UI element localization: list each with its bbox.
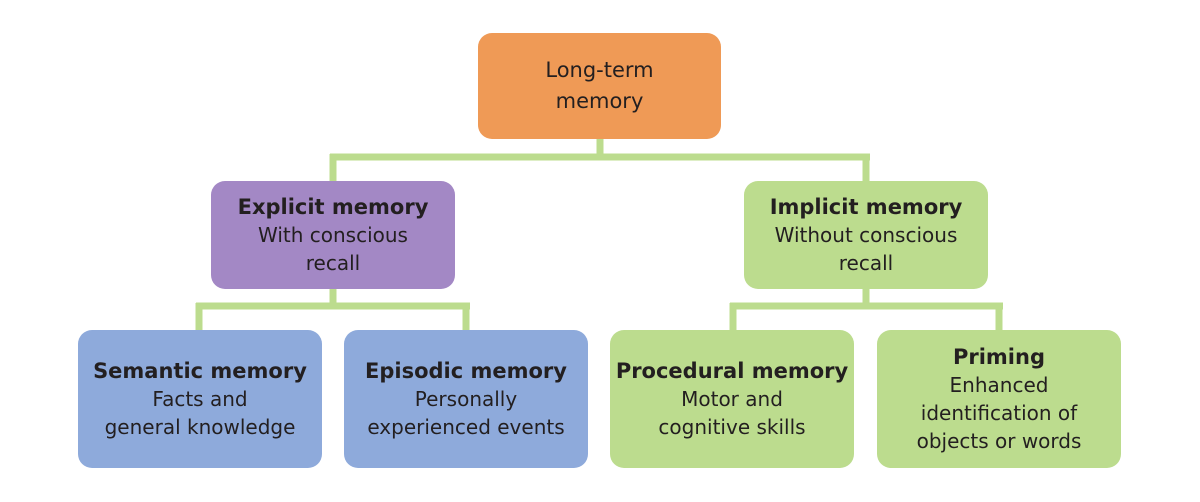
episodic-memory-node: Episodic memory Personally experienced e…	[344, 330, 588, 468]
priming-title: Priming	[952, 345, 1045, 369]
semantic-memory-title: Semantic memory	[93, 359, 307, 383]
semantic-memory-node: Semantic memory Facts and general knowle…	[78, 330, 322, 468]
episodic-memory-description: Personally experienced events	[367, 387, 565, 439]
implicit-memory-title: Implicit memory	[769, 195, 963, 219]
long-term-memory-label: Long-term memory	[545, 58, 654, 113]
episodic-memory-title: Episodic memory	[365, 359, 567, 383]
explicit-memory-title: Explicit memory	[237, 195, 429, 219]
priming-description: Enhanced identification of objects or wo…	[916, 373, 1082, 453]
implicit-memory-node: Implicit memory Without conscious recall	[744, 181, 988, 289]
long-term-memory-node: Long-term memory	[478, 33, 721, 139]
explicit-memory-description: With conscious recall	[258, 223, 408, 275]
implicit-memory-description: Without conscious recall	[774, 223, 958, 275]
priming-node: Priming Enhanced identification of objec…	[877, 330, 1121, 468]
explicit-memory-node: Explicit memory With conscious recall	[211, 181, 455, 289]
procedural-memory-description: Motor and cognitive skills	[658, 387, 806, 439]
semantic-memory-description: Facts and general knowledge	[104, 387, 296, 439]
procedural-memory-title: Procedural memory	[615, 359, 849, 383]
procedural-memory-node: Procedural memory Motor and cognitive sk…	[610, 330, 854, 468]
